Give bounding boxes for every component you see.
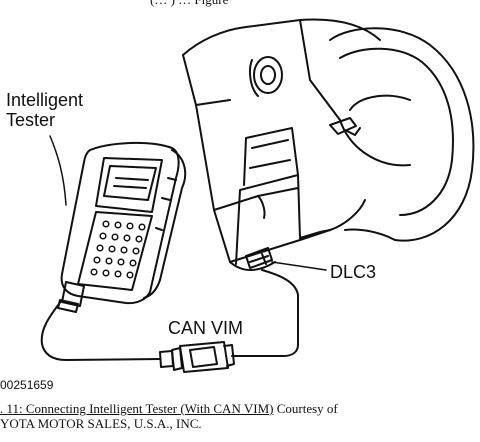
intelligent-tester-label-line1: Intelligent: [6, 90, 84, 110]
caption-line2: YOTA MOTOR SALES, U.S.A., INC.: [0, 416, 338, 431]
dashboard-illustration: [182, 18, 475, 271]
top-cut-text: (… ) … Figure: [150, 0, 228, 8]
tester-keypad: [90, 220, 146, 279]
dlc3-leader-line: [271, 261, 327, 271]
figure-id: 00251659: [0, 378, 54, 392]
cropped-header-text: (… ) … Figure: [0, 0, 480, 14]
intelligent-tester-device: [57, 141, 187, 313]
tester-cable: [40, 299, 161, 361]
dlc3-cable: [231, 269, 299, 357]
intelligent-tester-label: Intelligent Tester: [6, 90, 83, 130]
can-vim-module: [159, 341, 235, 373]
caption-title: . 11: Connecting Intelligent Tester (Wit…: [0, 401, 274, 416]
dlc3-connector: [245, 247, 273, 269]
caption-line1: . 11: Connecting Intelligent Tester (Wit…: [0, 401, 338, 416]
caption-credit-line2: YOTA MOTOR SALES, U.S.A., INC.: [0, 416, 202, 431]
dlc3-label: DLC3: [330, 262, 377, 282]
intelligent-tester-label-line2: Tester: [6, 110, 56, 130]
can-vim-label: CAN VIM: [168, 318, 244, 338]
figure-caption: . 11: Connecting Intelligent Tester (Wit…: [0, 401, 338, 431]
caption-credit-line1: Courtesy of: [276, 401, 338, 416]
tester-leader-line: [49, 135, 67, 206]
